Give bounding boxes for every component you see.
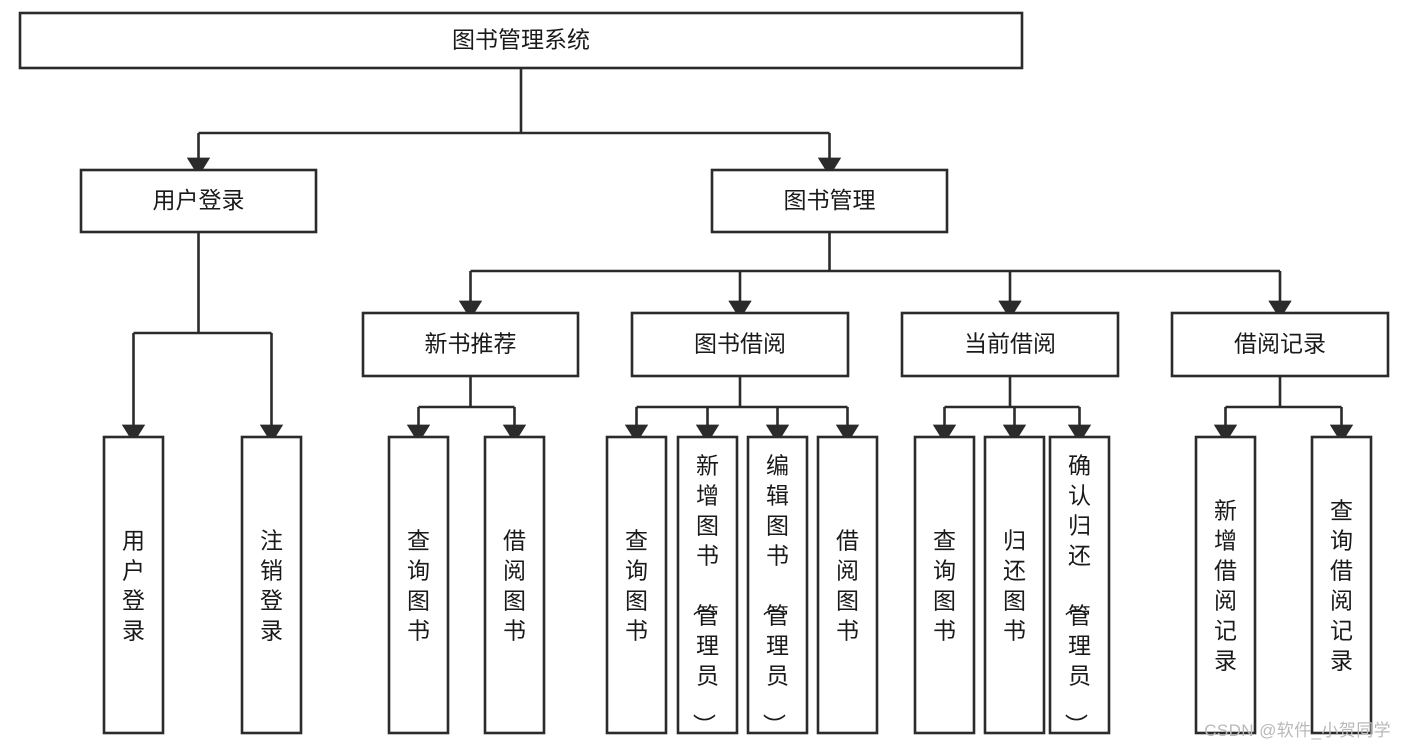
watermark-label: CSDN @软件_小贺同学 bbox=[1204, 721, 1391, 740]
node-leaf-query-record[interactable]: 查询借阅记录 bbox=[1310, 435, 1373, 735]
node-leaf-borrow-book-2[interactable]: 借阅图书 bbox=[816, 435, 879, 735]
node-label: 新书推荐 bbox=[425, 331, 517, 357]
edge-group-book-manage bbox=[458, 232, 1292, 320]
edge-group-borrow-record bbox=[1213, 376, 1354, 444]
node-box[interactable] bbox=[102, 435, 165, 735]
node-box[interactable] bbox=[1194, 435, 1257, 735]
node-box[interactable] bbox=[1310, 435, 1373, 735]
edge-group-new-book-recommend bbox=[406, 376, 527, 444]
node-box[interactable] bbox=[710, 168, 949, 234]
node-leaf-borrow-book-1[interactable]: 借阅图书 bbox=[483, 435, 546, 735]
node-leaf-add-book[interactable]: 新增图书（管理员） bbox=[676, 435, 739, 736]
node-label: 借阅图书 bbox=[503, 527, 526, 643]
node-box[interactable] bbox=[79, 168, 318, 234]
edge-group-current-borrow bbox=[932, 376, 1092, 444]
node-current-borrow[interactable]: 当前借阅 bbox=[900, 311, 1120, 378]
node-label: 图书管理 bbox=[784, 187, 876, 213]
node-box[interactable] bbox=[240, 435, 303, 735]
node-book-manage[interactable]: 图书管理 bbox=[710, 168, 949, 234]
node-leaf-confirm-return[interactable]: 确认归还（管理员） bbox=[1048, 435, 1111, 736]
node-label: 图书借阅 bbox=[694, 331, 786, 357]
node-leaf-return-book[interactable]: 归还图书 bbox=[983, 435, 1046, 735]
node-label: 借阅记录 bbox=[1234, 331, 1326, 357]
node-box[interactable] bbox=[1170, 311, 1390, 378]
node-label: 用户登录 bbox=[122, 527, 145, 643]
node-box[interactable] bbox=[18, 11, 1024, 70]
node-box[interactable] bbox=[483, 435, 546, 735]
node-box[interactable] bbox=[361, 311, 580, 378]
node-label: 新增借阅记录 bbox=[1214, 497, 1237, 673]
node-leaf-query-book-1[interactable]: 查询图书 bbox=[387, 435, 450, 735]
node-user-login[interactable]: 用户登录 bbox=[79, 168, 318, 234]
node-leaf-edit-book[interactable]: 编辑图书（管理员） bbox=[746, 435, 809, 736]
node-label: 用户登录 bbox=[153, 187, 245, 213]
node-label: 查询图书 bbox=[625, 527, 648, 643]
node-label: 确认归还（管理员） bbox=[1063, 452, 1091, 736]
node-box[interactable] bbox=[746, 435, 809, 735]
node-new-book-recommend[interactable]: 新书推荐 bbox=[361, 311, 580, 378]
node-box[interactable] bbox=[816, 435, 879, 735]
node-leaf-logout[interactable]: 注销登录 bbox=[240, 435, 303, 735]
nodes-layer: 图书管理系统用户登录图书管理新书推荐图书借阅当前借阅借阅记录用户登录注销登录查询… bbox=[18, 11, 1390, 736]
node-box[interactable] bbox=[605, 435, 668, 735]
node-label: 图书管理系统 bbox=[452, 27, 590, 53]
node-box[interactable] bbox=[387, 435, 450, 735]
node-label: 查询图书 bbox=[407, 527, 430, 643]
node-label: 新增图书（管理员） bbox=[691, 452, 719, 736]
node-box[interactable] bbox=[630, 311, 850, 378]
node-label: 编辑图书（管理员） bbox=[761, 452, 789, 736]
node-leaf-user-login[interactable]: 用户登录 bbox=[102, 435, 165, 735]
node-label: 查询借阅记录 bbox=[1330, 497, 1353, 673]
node-box[interactable] bbox=[676, 435, 739, 735]
node-leaf-query-book-2[interactable]: 查询图书 bbox=[605, 435, 668, 735]
node-book-borrow[interactable]: 图书借阅 bbox=[630, 311, 850, 378]
node-box[interactable] bbox=[1048, 435, 1111, 735]
edge-group-book-borrow bbox=[624, 376, 860, 444]
edge-group-root bbox=[186, 68, 842, 177]
node-box[interactable] bbox=[900, 311, 1120, 378]
node-leaf-query-book-3[interactable]: 查询图书 bbox=[913, 435, 976, 735]
node-label: 注销登录 bbox=[260, 527, 283, 643]
edge-group-user-login bbox=[121, 232, 284, 444]
node-box[interactable] bbox=[983, 435, 1046, 735]
node-label: 借阅图书 bbox=[836, 527, 859, 643]
node-box[interactable] bbox=[913, 435, 976, 735]
node-label: 当前借阅 bbox=[964, 331, 1056, 357]
node-borrow-record[interactable]: 借阅记录 bbox=[1170, 311, 1390, 378]
node-label: 查询图书 bbox=[933, 527, 956, 643]
node-label: 归还图书 bbox=[1003, 527, 1026, 643]
node-leaf-add-record[interactable]: 新增借阅记录 bbox=[1194, 435, 1257, 735]
edges-layer bbox=[121, 68, 1354, 444]
node-root[interactable]: 图书管理系统 bbox=[18, 11, 1024, 70]
